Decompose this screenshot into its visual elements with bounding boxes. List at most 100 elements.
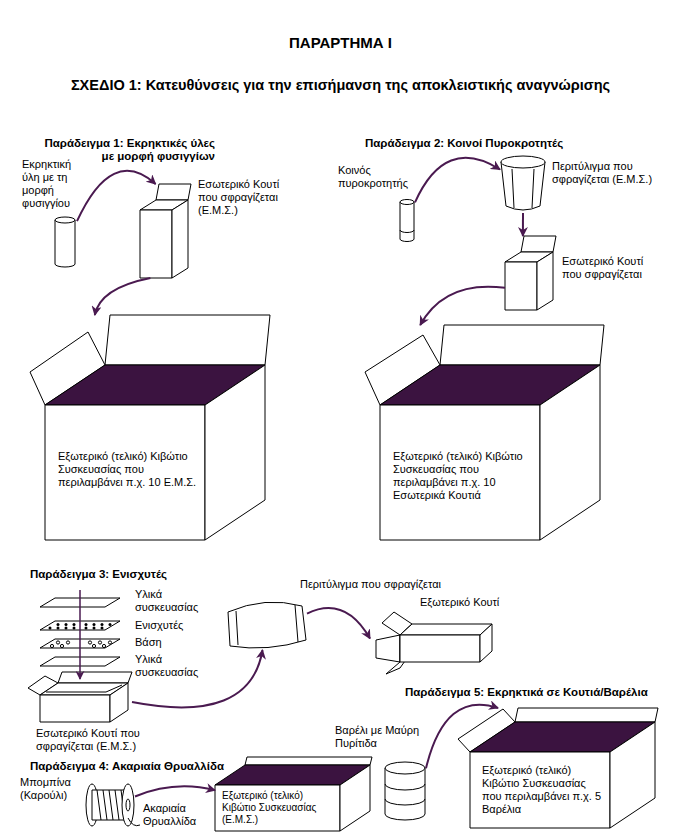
part-label: Ακαριαία Θρυαλλίδα xyxy=(143,802,207,828)
base-hole xyxy=(50,644,53,647)
booster-dot xyxy=(65,623,68,626)
base-hole xyxy=(88,641,91,644)
base-holes xyxy=(50,641,111,648)
pouch-seam xyxy=(236,605,298,645)
coil-turns xyxy=(97,790,125,820)
detonator-body xyxy=(400,202,414,242)
booster-dot xyxy=(101,627,104,630)
booster-dot xyxy=(57,627,60,630)
booster-dot xyxy=(101,623,104,626)
flow-arrow xyxy=(132,650,263,707)
outer-box: Εξωτερικό (τελικό) Κιβώτιο Συσκευασίας (… xyxy=(215,757,370,831)
node-label: Εξωτερικό (τελικό) Κιβώτιο Συσκευασίας π… xyxy=(393,450,533,502)
pouch-drawing xyxy=(228,602,306,648)
spool-drawing xyxy=(86,784,140,826)
flow-arrow xyxy=(135,786,215,796)
part-label: Ενισχυτές xyxy=(135,619,205,632)
part-label: Υλικά συσκευασίας xyxy=(135,588,205,614)
detonator-end xyxy=(400,200,414,205)
box-flap xyxy=(515,708,658,722)
flow-arrow xyxy=(522,213,524,236)
tray-box-drawing xyxy=(28,672,132,722)
base-hole xyxy=(66,641,69,644)
cartridge: Εκρηκτική ύλη με τη μορφή φυσιγγίου xyxy=(53,216,77,268)
booster-dot xyxy=(85,627,88,630)
inner-box-drawing xyxy=(505,236,556,310)
box-top xyxy=(400,624,492,635)
box-flap xyxy=(440,325,604,365)
spool: Μπομπίνα (Καρούλι) xyxy=(85,783,135,828)
box-side xyxy=(340,765,370,831)
spool-flange xyxy=(122,784,134,826)
booster-dot xyxy=(49,627,52,630)
box-side xyxy=(540,365,600,540)
box-front xyxy=(40,695,110,722)
base-hole xyxy=(92,644,95,647)
box-front xyxy=(505,262,537,310)
sealed-wrapper: Περιτύλιγμα που σφραγίζεται xyxy=(226,598,307,650)
box-flap xyxy=(245,757,372,765)
detonator-drawing xyxy=(400,200,414,242)
box-front xyxy=(45,405,205,540)
node-label: Εσωτερικό Κουτί που σφραγίζεται xyxy=(562,255,662,281)
spool-hub xyxy=(126,799,130,811)
box-flap xyxy=(156,184,191,200)
wrapper-mouth xyxy=(501,156,545,168)
node-label: Εξωτερικό (τελικό) Κιβώτιο Συσκευασίας π… xyxy=(58,450,198,489)
flow-arrow xyxy=(420,287,505,325)
node-label: Εκρηκτική ύλη με τη μορφή φυσιγγίου xyxy=(22,158,86,210)
outer-box: Εξωτερικό (τελικό) Κιβώτιο Συσκευασίας π… xyxy=(365,325,605,540)
box-front xyxy=(400,635,480,662)
inner-box: Εσωτερικό Κουτί που σφραγίζεται xyxy=(505,236,556,310)
box-front xyxy=(215,785,340,831)
node-label: Εξωτερικό Κουτί xyxy=(420,596,499,609)
flow-arrow xyxy=(426,705,498,769)
node-label: Μπομπίνα (Καρούλι) xyxy=(20,776,84,802)
base-hole xyxy=(98,641,101,644)
part-label: Βάση xyxy=(135,636,205,649)
example-heading: Παράδειγμα 5: Εκρηκτικά σε Κουτιά/Βαρέλι… xyxy=(405,686,648,699)
node-label: Περιτύλιγμα που σφραγίζεται (Ε.Μ.Σ.) xyxy=(552,160,670,186)
detonator: Κοινός πυροκροτητής xyxy=(399,198,415,242)
barrel-lid xyxy=(385,762,425,774)
stacking-arrow xyxy=(79,590,81,679)
node-label: Περιτύλιγμα που σφραγίζεται xyxy=(300,578,441,591)
barrel: Βαρέλι με Μαύρη Πυρίτιδα xyxy=(384,761,426,821)
outer-box: Εξωτερικό (τελικό) Κιβώτιο Συσκευασίας π… xyxy=(30,315,270,540)
outer-box: Εξωτερικό Κουτί xyxy=(370,608,495,676)
box-flap xyxy=(58,672,132,683)
booster-dot xyxy=(85,623,88,626)
box-rim xyxy=(46,685,122,692)
node-label: Κοινός πυροκροτητής xyxy=(338,164,416,190)
wrapper-crease xyxy=(512,169,534,208)
example-heading: Παράδειγμα 4: Ακαριαία Θρυαλλίδα xyxy=(30,760,224,773)
flow-arrow xyxy=(95,278,151,315)
outer-box-drawing xyxy=(215,757,372,831)
booster-dot xyxy=(57,623,60,626)
box-front xyxy=(380,405,540,540)
booster-dot xyxy=(93,623,96,626)
inner-box: Εσωτερικό Κουτί που σφραγίζεται (Ε.Μ.Σ.) xyxy=(28,672,132,722)
node-label: Βαρέλι με Μαύρη Πυρίτιδα xyxy=(335,724,421,750)
box-flap xyxy=(521,236,556,252)
box-flap xyxy=(376,635,400,662)
booster-dot xyxy=(109,623,112,626)
page-title: ΠΑΡΑΡΤΗΜΑ Ι xyxy=(0,34,681,52)
wrapper-drawing xyxy=(501,156,545,210)
outer-box-drawing xyxy=(30,315,270,540)
detonator-band xyxy=(400,230,414,233)
outer-box-drawing xyxy=(376,612,492,674)
cartridge-body xyxy=(55,220,75,267)
box-front xyxy=(470,752,610,828)
box-side xyxy=(610,722,655,828)
example-heading: Παράδειγμα 3: Ενισχυτές xyxy=(30,568,167,581)
box-flap xyxy=(105,315,270,365)
inner-box: Εσωτερικό Κουτί που σφραγίζεται (Ε.Μ.Σ.) xyxy=(140,184,192,278)
base-hole xyxy=(56,641,59,644)
outer-box: Εξωτερικό (τελικό) Κιβώτιο Συσκευασίας π… xyxy=(458,708,658,828)
booster-dot xyxy=(93,627,96,630)
node-label: Εξωτερικό (τελικό) Κιβώτιο Συσκευασίας π… xyxy=(482,764,604,816)
node-label: Εσωτερικό Κουτί που σφραγίζεται (Ε.Μ.Σ.) xyxy=(198,178,298,217)
